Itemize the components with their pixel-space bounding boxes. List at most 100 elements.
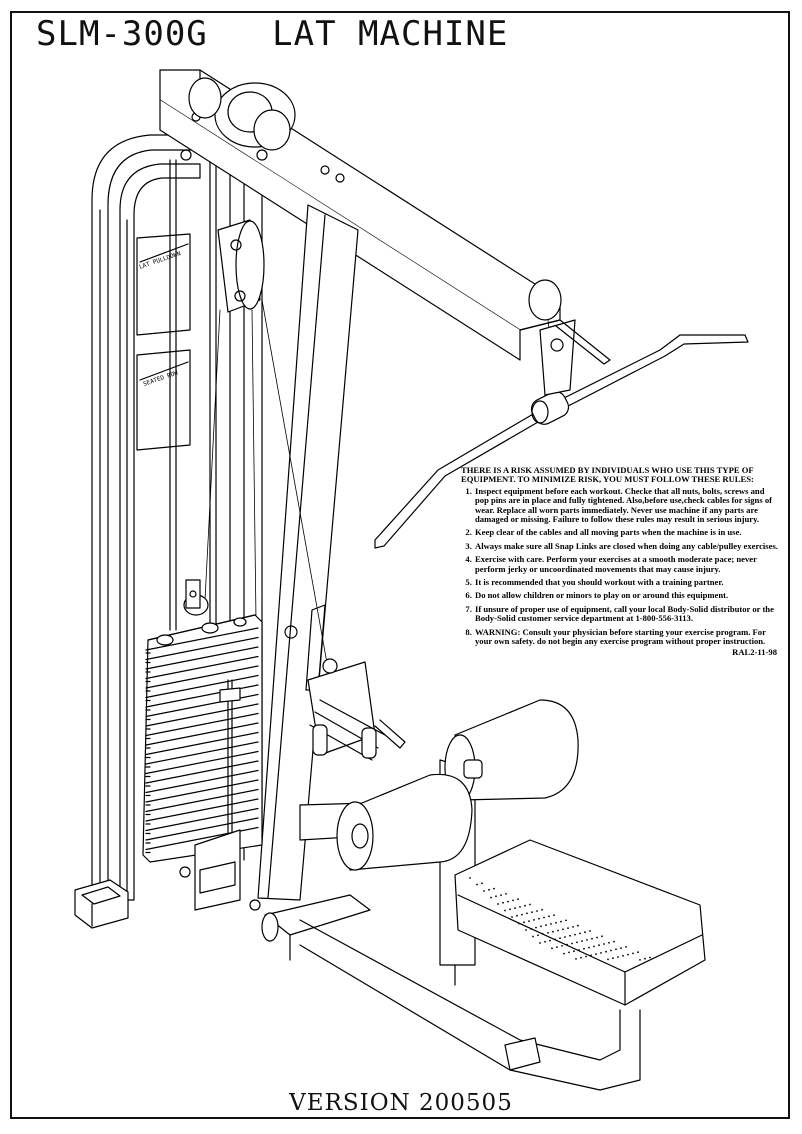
seat-texture-dot <box>625 946 627 948</box>
seat-texture-dot <box>556 946 558 948</box>
seat-texture-dot <box>536 910 538 912</box>
safety-code: RAL2-11-98 <box>732 646 777 657</box>
seat-texture-dot <box>620 947 622 949</box>
seat-texture-dot <box>577 924 579 927</box>
bolt-icon <box>256 149 268 161</box>
weight-plate-line <box>145 807 259 835</box>
seat-texture-dot <box>595 953 597 955</box>
seat-texture-dot <box>550 923 552 925</box>
seat-texture-dot <box>535 926 537 929</box>
seat-texture-dot <box>615 948 617 951</box>
seat-texture-dot <box>649 956 651 959</box>
weight-plate-line <box>145 750 259 778</box>
weight-plate-line <box>145 779 259 806</box>
seat-texture-dot <box>502 901 504 904</box>
weight-plates <box>145 627 259 854</box>
seat-texture-dot <box>539 942 541 944</box>
lat-bar <box>374 319 749 549</box>
weight-plate-line <box>145 731 259 759</box>
seat-texture-dot <box>559 937 561 940</box>
seat-texture-dot <box>584 931 586 934</box>
seat-texture-dot <box>541 908 543 911</box>
weight-plate-line <box>145 674 259 702</box>
seat-texture-dot <box>610 949 612 952</box>
bolt-icon <box>320 165 330 175</box>
bolt-icon <box>180 149 192 161</box>
seat-texture-dot <box>572 926 574 928</box>
weight-plate-line <box>145 760 259 787</box>
seat-texture-dot <box>568 951 570 954</box>
seat-texture-dot <box>617 956 619 958</box>
seat-texture-dot <box>585 955 587 958</box>
seat-texture-dot <box>523 921 525 924</box>
seat-texture-dot <box>557 929 559 932</box>
safety-rules-list: Inspect equipment before each workout. C… <box>461 486 779 647</box>
weight-plate-line <box>145 665 259 692</box>
seat-texture-dot <box>540 925 542 928</box>
seat-texture-dot <box>586 939 588 941</box>
seat-texture-dot <box>532 935 534 938</box>
version-label: VERSION 200505 <box>289 1090 513 1116</box>
safety-rule: Always make sure all Snap Links are clos… <box>474 541 779 551</box>
top-pulleys <box>188 77 562 321</box>
seat-texture-dot <box>533 919 535 921</box>
seat-texture-dot <box>583 947 585 950</box>
instruction-plate-bottom: SEATED ROW <box>136 349 191 451</box>
seat-texture-dot <box>542 933 544 935</box>
seat-texture-dot <box>571 942 573 945</box>
seat-texture-dot <box>637 951 639 954</box>
seat-texture-dot <box>521 913 523 916</box>
seat-texture-dot <box>481 882 483 885</box>
mid-pulley <box>217 219 265 313</box>
seat-texture-dot <box>537 934 539 937</box>
seat-texture-dot <box>517 898 519 901</box>
safety-rule: Keep clear of the cables and all moving … <box>474 528 779 538</box>
snap-link-icon <box>550 338 564 352</box>
seat-texture-dot <box>505 893 507 895</box>
seat-texture-dot <box>573 950 575 953</box>
seat-texture-dot <box>600 952 602 954</box>
seat-texture-dot <box>524 904 526 907</box>
seat-texture-dot <box>512 899 514 902</box>
safety-rule: It is recommended that you should workou… <box>474 577 779 587</box>
weight-stack <box>142 614 263 863</box>
seat-texture-dot <box>591 937 593 940</box>
thigh-pads <box>336 699 579 871</box>
seat-texture-dot <box>593 945 595 948</box>
seat-texture-dot <box>567 927 569 929</box>
seat-texture-dot <box>518 922 520 925</box>
seat-texture-dot <box>561 945 563 947</box>
seat-texture-dot <box>554 938 556 941</box>
seat-texture-dot <box>519 906 521 908</box>
seat-texture-dot <box>497 903 499 905</box>
safety-rule: If unsure of proper use of equipment, ca… <box>474 604 779 624</box>
seat-texture-dot <box>509 908 511 911</box>
seat-texture-dot <box>608 941 610 944</box>
safety-rule: Do not allow children or minors to play … <box>474 591 779 601</box>
seat-texture-dot <box>579 932 581 935</box>
bolt-icon <box>249 899 261 911</box>
front-column <box>257 204 359 901</box>
bolt-icon <box>230 239 242 251</box>
seat-texture-dot <box>543 916 545 919</box>
weight-plate-line <box>145 798 259 825</box>
seat-texture-dot <box>547 932 549 934</box>
seat-texture-dot <box>545 924 547 927</box>
weight-plate-line <box>145 655 259 683</box>
weight-plate-line <box>145 817 259 844</box>
bolt-icon <box>234 290 246 302</box>
seat-texture-dot <box>589 930 591 932</box>
seat-texture-dot <box>564 936 566 938</box>
safety-notice: THERE IS A RISK ASSUMED BY INDIVIDUALS W… <box>461 465 779 657</box>
seat-texture-dot <box>531 911 533 914</box>
weight-plate-line <box>145 788 259 816</box>
base-foot-left <box>74 879 129 929</box>
seat-texture-dot <box>526 912 528 915</box>
seat-texture-dot <box>560 920 562 923</box>
seat-texture <box>469 877 651 961</box>
seat-texture-dot <box>530 927 532 930</box>
seat-texture-dot <box>603 943 605 945</box>
seat-texture-dot <box>552 930 554 933</box>
weight-plate-line <box>145 636 259 664</box>
